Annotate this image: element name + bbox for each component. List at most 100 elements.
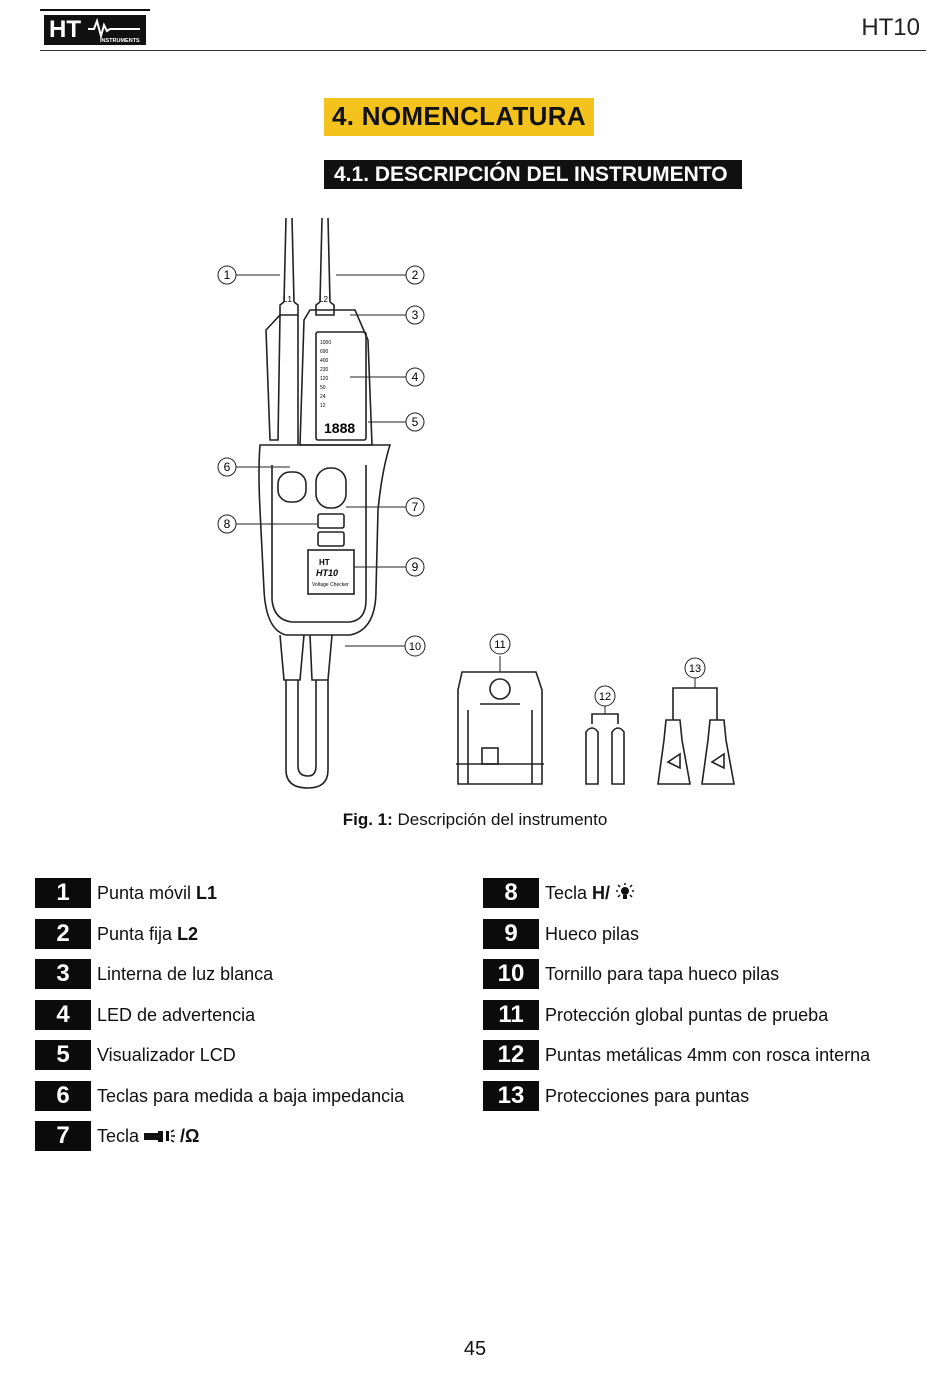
legend-item-12: 12 Puntas metálicas 4mm con rosca intern… (483, 1040, 870, 1070)
legend-text: Protecciones para puntas (545, 1085, 750, 1106)
svg-text:9: 9 (412, 560, 419, 574)
svg-text:1: 1 (224, 268, 231, 282)
legend-number: 3 (35, 959, 91, 989)
legend-number: 11 (483, 1000, 539, 1030)
legend-text: Tornillo para tapa hueco pilas (545, 963, 780, 984)
svg-text:6: 6 (224, 460, 231, 474)
scale-value: 1000 (320, 340, 331, 346)
legend-item-5: 5 Visualizador LCD (35, 1040, 236, 1070)
header-logo-topline (40, 9, 150, 11)
figure-caption-label: Fig. 1: (342, 810, 393, 829)
backlight-icon (616, 883, 635, 899)
figure-caption: Fig. 1: Descripción del instrumento (0, 810, 950, 830)
legend-item-8: 8 Tecla H/ (483, 878, 635, 908)
scale-value: 690 (320, 349, 329, 355)
legend-text: Punta móvil (97, 882, 197, 903)
scale-value: 24 (320, 394, 326, 400)
model-sublabel: Voltage Checker (312, 582, 349, 588)
ht-instruments-logo: HT INSTRUMENTS (44, 15, 146, 45)
legend-number: 13 (483, 1081, 539, 1111)
callout-9: 9 (405, 557, 425, 577)
legend-text: LED de advertencia (97, 1004, 256, 1025)
callout-6: 6 (217, 457, 237, 477)
legend-item-2: 2 Punta fija L2 (35, 919, 198, 949)
svg-text:4: 4 (412, 370, 419, 384)
callout-13: 13 (684, 657, 706, 679)
legend-number: 6 (35, 1081, 91, 1111)
callout-5: 5 (405, 412, 425, 432)
document-model-title: HT10 (861, 14, 920, 41)
svg-text:5: 5 (412, 415, 419, 429)
legend-text: Tecla (97, 1125, 145, 1146)
svg-text:2: 2 (412, 268, 419, 282)
svg-text:12: 12 (599, 691, 611, 703)
callout-11: 11 (489, 633, 511, 655)
legend-number: 1 (35, 878, 91, 908)
legend-number: 4 (35, 1000, 91, 1030)
scale-value: 50 (320, 385, 326, 391)
svg-text:8: 8 (224, 517, 231, 531)
legend-item-9: 9 Hueco pilas (483, 919, 639, 949)
scale-value: 400 (320, 358, 329, 364)
legend-number: 9 (483, 919, 539, 949)
accessory-13-tip-caps (657, 687, 735, 785)
legend-number: 8 (483, 878, 539, 908)
legend-text: Teclas para medida a baja impedancia (97, 1085, 405, 1106)
probe-l2-label: L2 (319, 295, 328, 304)
figure-caption-text: Descripción del instrumento (397, 810, 608, 829)
legend-number: 2 (35, 919, 91, 949)
model-label: HT10 (316, 568, 338, 578)
page-number: 45 (463, 1338, 487, 1360)
scale-value: 230 (320, 367, 329, 373)
legend-item-13: 13 Protecciones para puntas (483, 1081, 749, 1111)
legend-item-10: 10 Tornillo para tapa hueco pilas (483, 959, 779, 989)
legend-text: Visualizador LCD (97, 1044, 236, 1065)
callout-4: 4 (405, 367, 425, 387)
lcd-voltage-scale: 1000 690 400 230 120 50 24 12 (320, 340, 331, 409)
legend-number: 5 (35, 1040, 91, 1070)
subsection-heading: 4.1. DESCRIPCIÓN DEL INSTRUMENTO (324, 160, 742, 189)
legend-item-11: 11 Protección global puntas de prueba (483, 1000, 828, 1030)
legend-text-bold: L2 (177, 923, 199, 944)
logo-subtext: INSTRUMENTS (100, 38, 140, 44)
callout-3: 3 (405, 305, 425, 325)
legend-text: Protección global puntas de prueba (545, 1004, 829, 1025)
callout-10: 10 (404, 635, 426, 657)
lcd-digits: 1888 (324, 420, 355, 436)
scale-value: 12 (320, 403, 326, 409)
instrument-diagram: L1 L2 1000 690 400 230 120 50 24 12 1888… (217, 217, 735, 789)
accessory-11-protector (456, 671, 544, 785)
callout-7: 7 (405, 497, 425, 517)
legend-text: Tecla (545, 883, 593, 903)
probe-l1-label: L1 (283, 295, 292, 304)
legend-text: Puntas metálicas 4mm con rosca interna (545, 1044, 871, 1065)
callout-1: 1 (217, 265, 237, 285)
legend-text-bold: H/ (592, 883, 611, 903)
torch-sound-icon (144, 1128, 176, 1143)
legend-text-bold: /Ω (180, 1125, 200, 1146)
logo-text: HT (49, 16, 81, 43)
legend-text: Punta fija (97, 923, 178, 944)
legend-number: 7 (35, 1121, 91, 1151)
legend-number: 12 (483, 1040, 539, 1070)
svg-text:10: 10 (409, 641, 421, 653)
accessory-12-metal-tips (585, 713, 625, 785)
svg-text:7: 7 (412, 500, 419, 514)
legend-item-6: 6 Teclas para medida a baja impedancia (35, 1081, 404, 1111)
svg-text:13: 13 (689, 663, 701, 675)
legend-item-7: 7 Tecla /Ω (35, 1121, 199, 1151)
callout-2: 2 (405, 265, 425, 285)
svg-text:11: 11 (494, 639, 505, 651)
svg-text:3: 3 (412, 308, 419, 322)
scale-value: 120 (320, 376, 329, 382)
legend-text: Hueco pilas (545, 923, 640, 944)
figure-callouts: 1 2 3 4 5 6 7 8 9 10 11 12 13 (217, 265, 706, 707)
legend-item-1: 1 Punta móvil L1 (35, 878, 217, 908)
header-divider (40, 50, 926, 51)
legend-item-3: 3 Linterna de luz blanca (35, 959, 273, 989)
section-heading: 4. NOMENCLATURA (324, 98, 594, 136)
brand-label: HT (319, 558, 330, 567)
callout-12: 12 (594, 685, 616, 707)
legend-number: 10 (483, 959, 539, 989)
legend-text-bold: L1 (196, 882, 218, 903)
